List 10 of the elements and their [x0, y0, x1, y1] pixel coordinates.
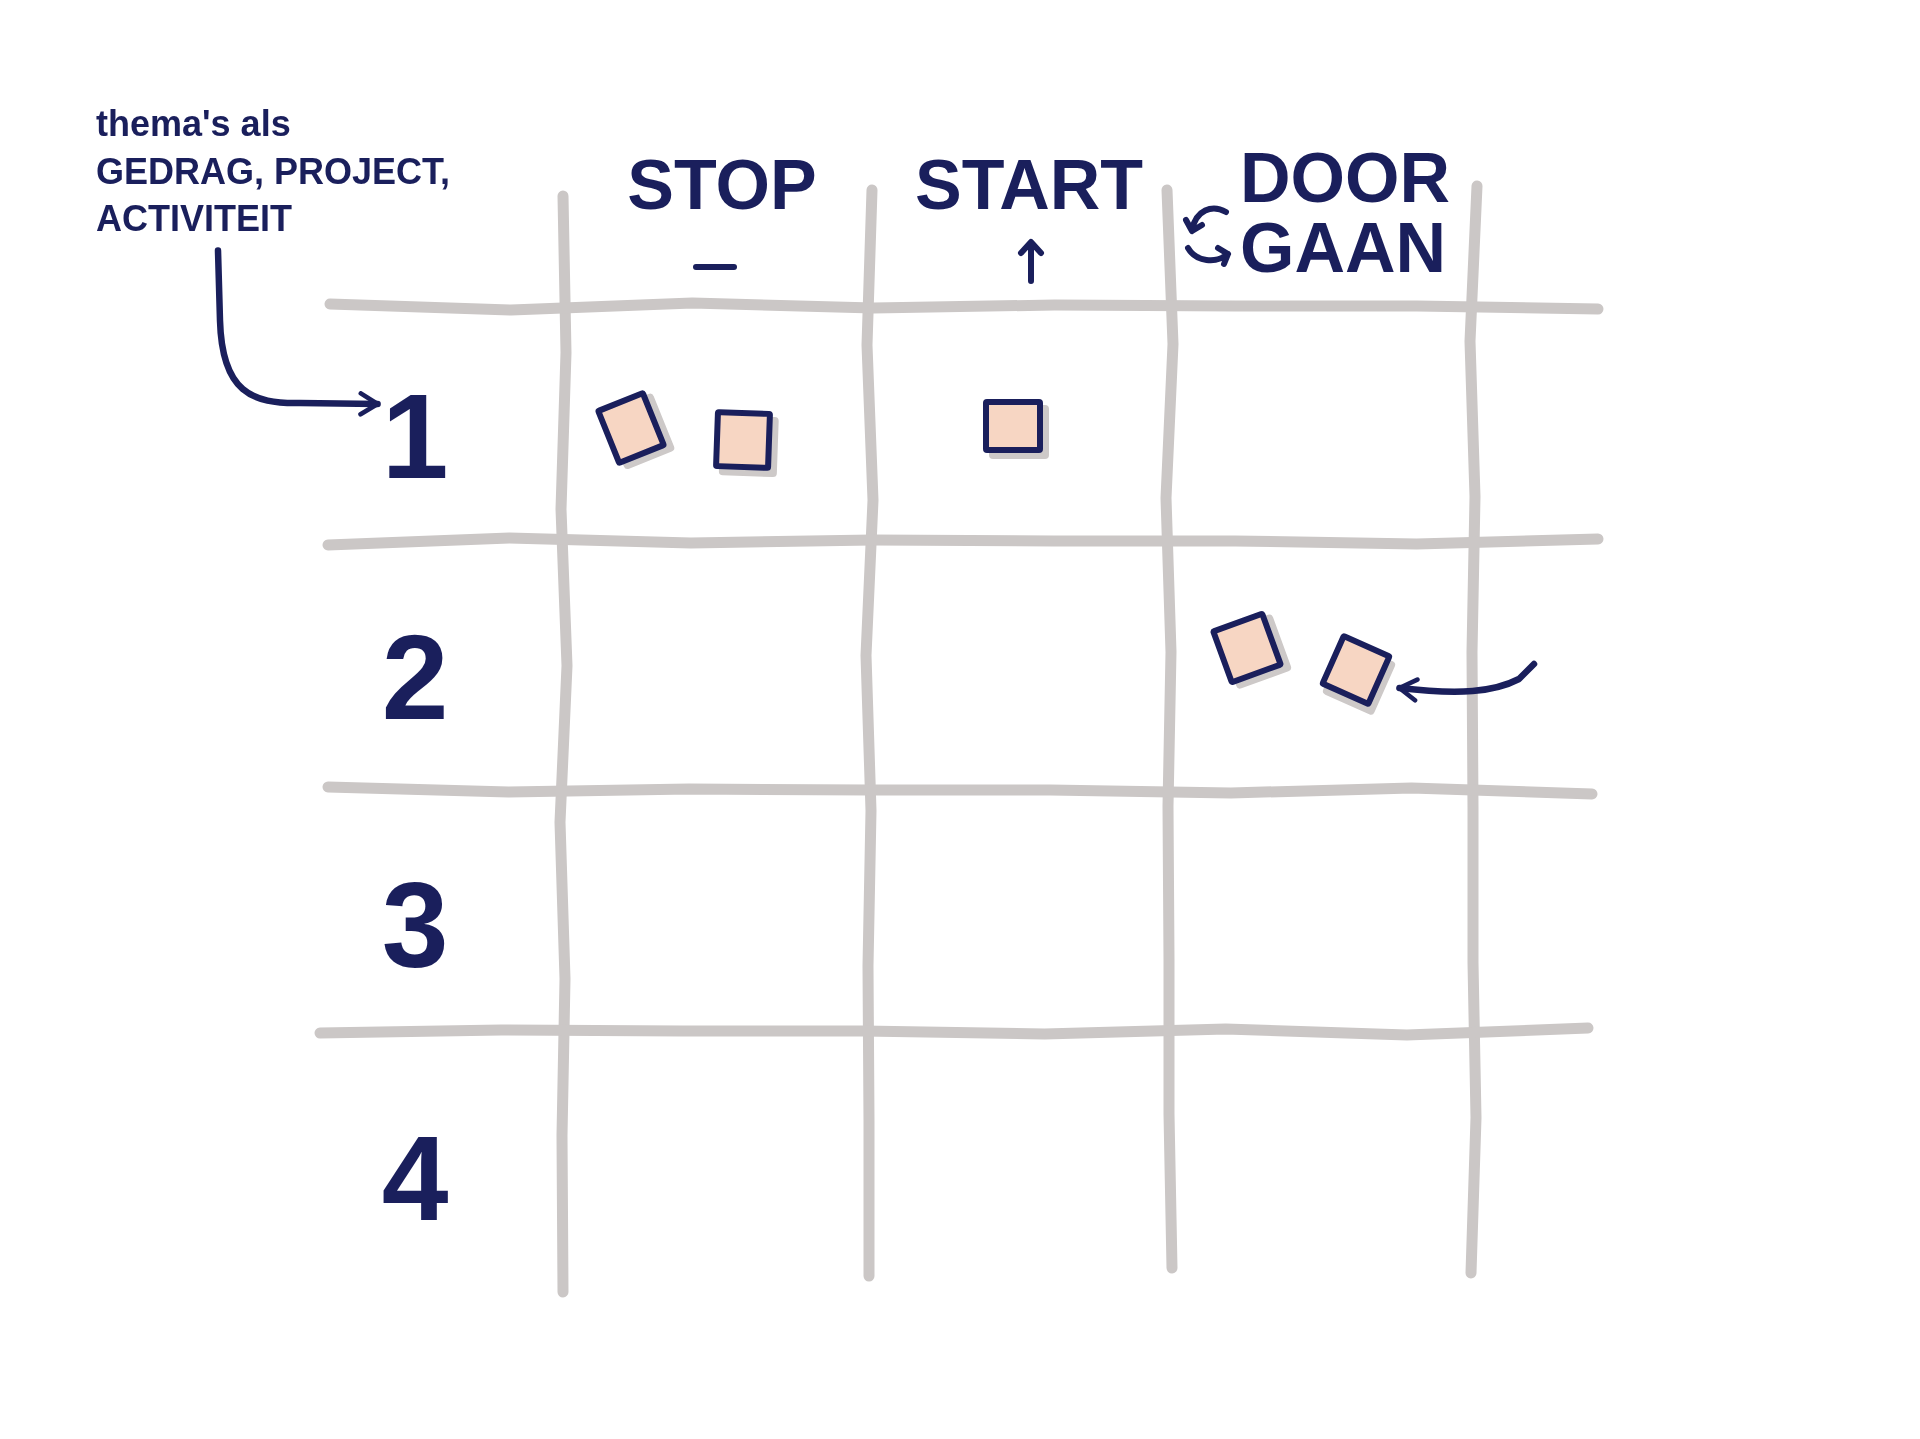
row-number: 1 — [381, 376, 449, 496]
row-number: 4 — [381, 1118, 449, 1238]
row-number: 2 — [381, 617, 449, 737]
arrow — [1396, 660, 1538, 703]
column-header: STOP — [627, 150, 817, 220]
annotation: thema's als GEDRAG, PROJECT, ACTIVITEIT — [96, 100, 462, 243]
arrow — [214, 247, 381, 417]
row-number: 3 — [381, 865, 449, 985]
column-header: DOOR GAAN — [1240, 143, 1451, 283]
column-header: START — [914, 150, 1144, 220]
